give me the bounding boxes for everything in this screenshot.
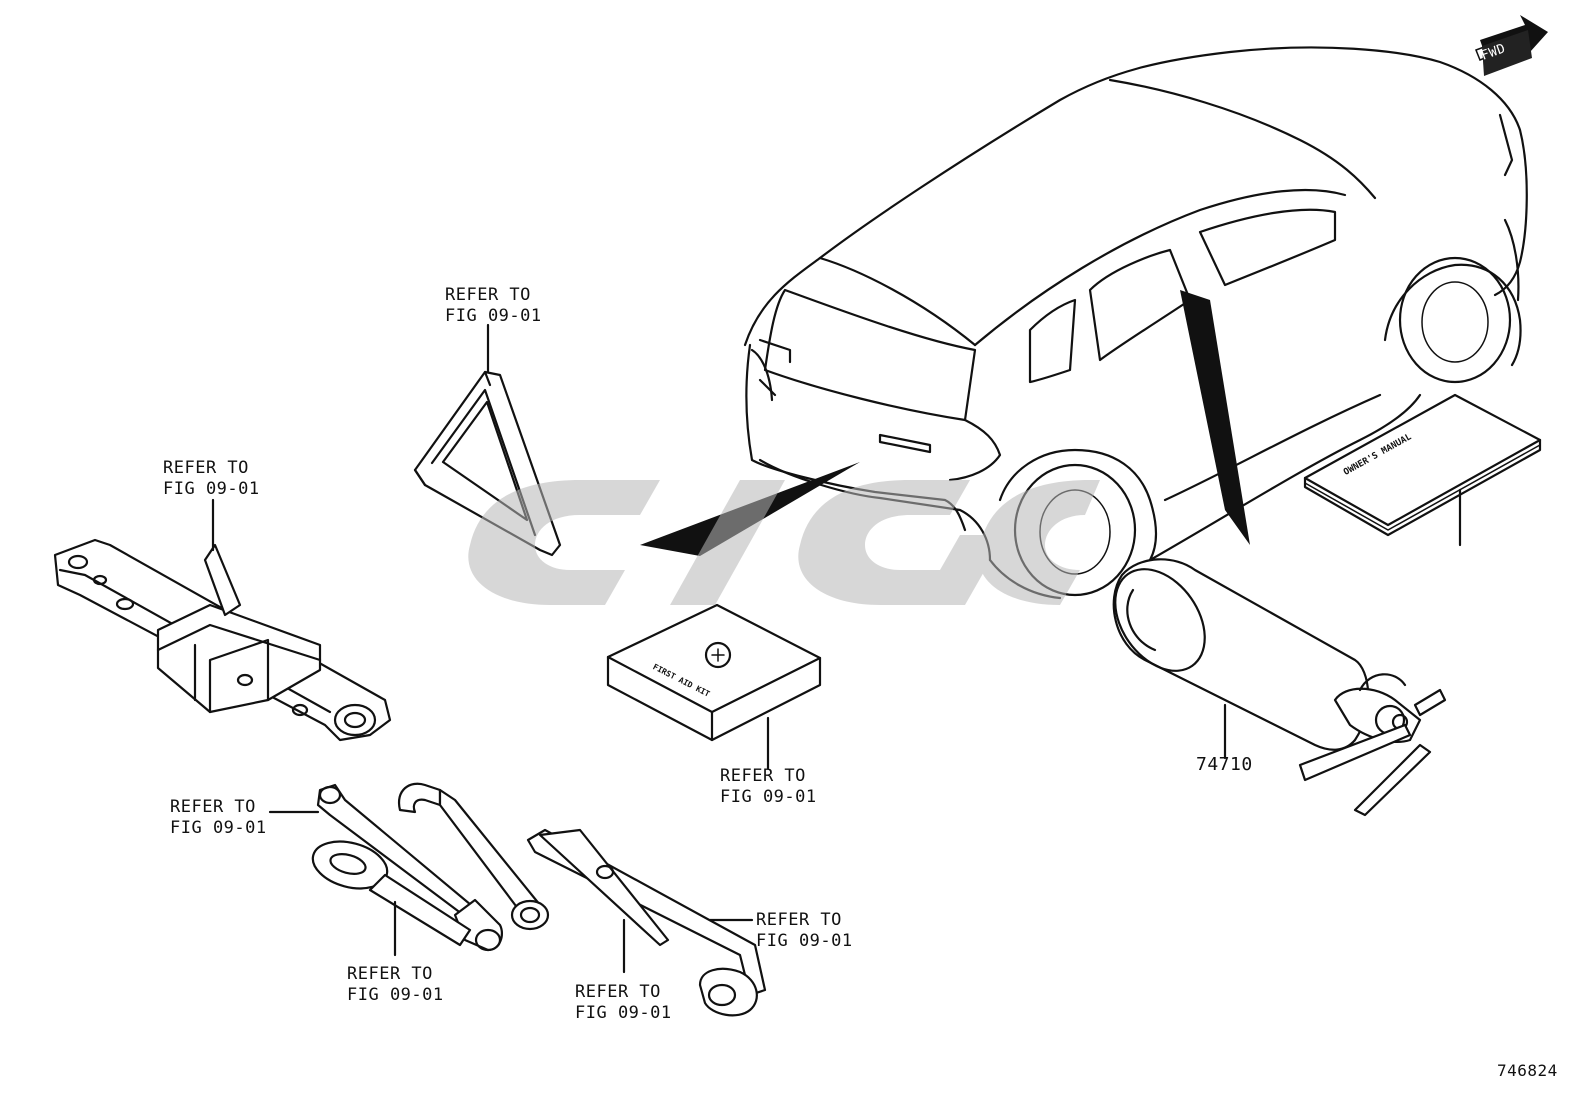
part-number-label: 74710 xyxy=(1196,754,1253,775)
callout-triangle: REFER TO FIG 09-01 xyxy=(445,285,542,326)
leader-wedge-rear xyxy=(640,462,860,556)
figure-id: 746824 xyxy=(1497,1061,1558,1080)
callout-lug-wrench: REFER TO FIG 09-01 xyxy=(575,982,672,1023)
jack-handle xyxy=(526,828,767,1017)
fire-extinguisher xyxy=(1112,558,1447,817)
callout-socket-bar: REFER TO FIG 09-01 xyxy=(170,797,267,838)
socket-extension-bar xyxy=(268,783,504,952)
scissor-jack xyxy=(53,498,392,742)
callout-jack: REFER TO FIG 09-01 xyxy=(163,458,260,499)
warning-triangle xyxy=(413,323,562,557)
leader-wedge-side xyxy=(1180,290,1250,545)
fwd-arrow-icon xyxy=(1475,15,1548,76)
first-aid-box xyxy=(606,603,822,770)
owners-manual-booklet xyxy=(1303,393,1542,547)
towing-eye xyxy=(311,840,472,957)
callout-jack-handle: REFER TO FIG 09-01 xyxy=(756,910,853,951)
callout-towing-eye: REFER TO FIG 09-01 xyxy=(347,964,444,1005)
vehicle-outline xyxy=(743,46,1528,600)
lug-wrench xyxy=(397,782,550,931)
callout-first-aid: REFER TO FIG 09-01 xyxy=(720,766,817,807)
